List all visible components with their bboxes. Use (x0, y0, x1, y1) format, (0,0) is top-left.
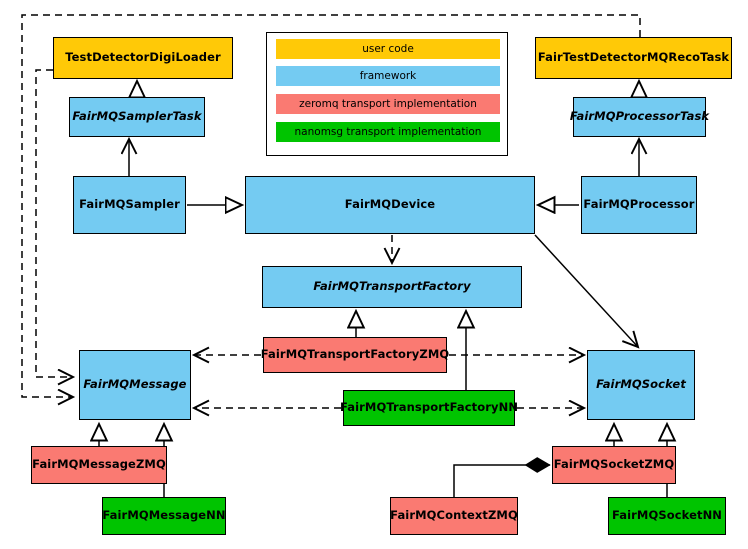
edge-contextzmq-to-socketzmq (453, 457, 551, 497)
class-node-fairmqsocketnn[interactable]: FairMQSocketNN (608, 497, 726, 535)
class-node-fairmqmessage[interactable]: FairMQMessage (79, 350, 191, 420)
class-node-fairmqsocket[interactable]: FairMQSocket (587, 350, 695, 420)
class-node-fairmqtransportfactorynn[interactable]: FairMQTransportFactoryNN (339, 390, 519, 426)
edge-device-to-socket (534, 234, 638, 347)
class-node-label: FairMQSampler (79, 197, 180, 212)
class-node-label: FairMQDevice (344, 197, 436, 212)
class-node-fairmqprocessor[interactable]: FairMQProcessor (581, 176, 697, 234)
class-node-testdetectordigiloader[interactable]: TestDetectorDigiLoader (53, 37, 233, 79)
edge-digiloader-to-message (35, 69, 73, 377)
legend-label: zeromq transport implementation (299, 98, 477, 110)
class-node-label: FairMQContextZMQ (390, 508, 518, 523)
legend-item-framework: framework (276, 66, 500, 86)
class-node-label: FairMQMessageZMQ (32, 457, 166, 472)
legend-label: user code (362, 43, 414, 55)
class-node-fairmqsamplertask[interactable]: FairMQSamplerTask (69, 97, 205, 137)
class-node-label: FairMQSamplerTask (72, 109, 202, 124)
legend-item-nanomsg: nanomsg transport implementation (276, 122, 500, 142)
class-node-fairmqsampler[interactable]: FairMQSampler (73, 176, 186, 234)
class-node-label: FairMQTransportFactory (313, 279, 471, 294)
class-node-fairmqcontextzmq[interactable]: FairMQContextZMQ (390, 497, 518, 535)
class-node-label: FairMQTransportFactoryNN (339, 400, 519, 415)
class-node-fairmqmessagezmq[interactable]: FairMQMessageZMQ (31, 446, 167, 484)
legend-item-user-code: user code (276, 39, 500, 59)
class-node-fairmqsocketzmq[interactable]: FairMQSocketZMQ (552, 446, 676, 484)
class-node-label: FairMQProcessorTask (569, 109, 710, 124)
legend-label: framework (359, 70, 417, 82)
class-node-fairmqtransportfactory[interactable]: FairMQTransportFactory (262, 266, 522, 308)
class-node-fairmqprocessortask[interactable]: FairMQProcessorTask (569, 97, 710, 137)
class-node-label: TestDetectorDigiLoader (65, 50, 221, 65)
class-node-label: FairMQTransportFactoryZMQ (260, 347, 450, 362)
class-node-fairmqmessagenn[interactable]: FairMQMessageNN (102, 497, 226, 535)
class-node-label: FairMQSocketNN (611, 508, 723, 523)
class-node-label: FairMQProcessor (583, 197, 695, 212)
class-node-fairmqtransportfactoryzmq[interactable]: FairMQTransportFactoryZMQ (260, 337, 450, 373)
class-node-label: FairTestDetectorMQRecoTask (537, 50, 730, 65)
class-node-label: FairMQMessageNN (102, 508, 226, 523)
legend-label: nanomsg transport implementation (294, 126, 482, 138)
class-node-fairmqdevice[interactable]: FairMQDevice (245, 176, 535, 234)
class-node-fairtestdetectormqrecotask[interactable]: FairTestDetectorMQRecoTask (535, 37, 732, 79)
class-node-label: FairMQMessage (83, 377, 187, 392)
legend: user code framework zeromq transport imp… (266, 32, 508, 156)
class-node-label: FairMQSocketZMQ (553, 457, 675, 472)
legend-item-zeromq: zeromq transport implementation (276, 94, 500, 114)
class-node-label: FairMQSocket (596, 377, 686, 392)
